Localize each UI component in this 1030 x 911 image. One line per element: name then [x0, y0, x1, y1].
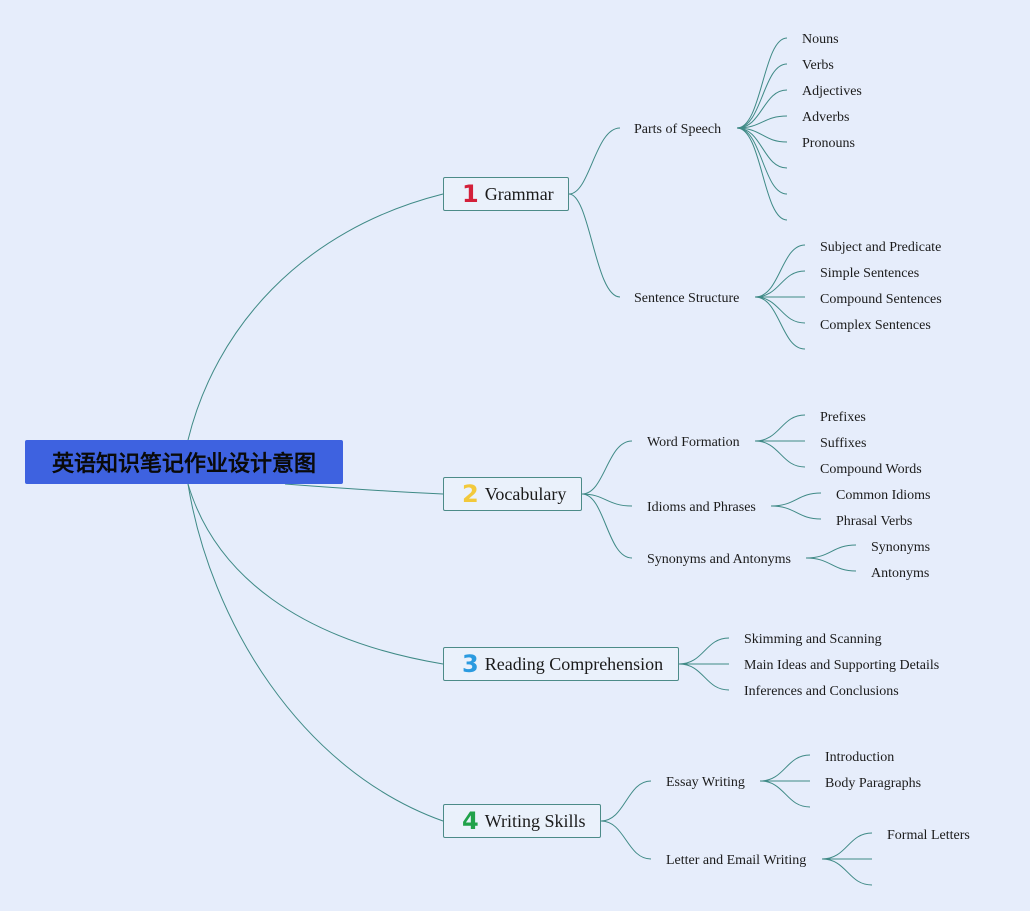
leaf-simple-sentences[interactable]: Simple Sentences	[820, 266, 920, 281]
connector-root-grammar	[187, 193, 444, 441]
connector-root-reading	[187, 483, 444, 665]
leaf-adjectives[interactable]: Adjectives	[802, 84, 862, 99]
branch-vocabulary[interactable]: 2 Vocabulary	[443, 477, 582, 511]
leaf-body-paragraphs[interactable]: Body Paragraphs	[825, 776, 922, 791]
leaf-adverbs[interactable]: Adverbs	[802, 110, 850, 125]
branch-grammar[interactable]: 1 Grammar	[443, 177, 569, 211]
leaf-complex-sentences[interactable]: Complex Sentences	[820, 318, 931, 333]
leaf-synonyms[interactable]: Synonyms	[871, 540, 931, 555]
connector-root-vocabulary	[284, 483, 444, 495]
connector-vocab-idioms	[581, 493, 633, 507]
branch-writing-skills[interactable]: 4 Writing Skills	[443, 804, 601, 838]
branch-label: Vocabulary	[484, 483, 567, 504]
leaf-inferences[interactable]: Inferences and Conclusions	[744, 684, 899, 699]
connector-grammar-sentence	[568, 193, 621, 298]
connector-grammar-parts	[568, 127, 621, 195]
leaf-phrasal-verbs[interactable]: Phrasal Verbs	[836, 514, 913, 529]
leaf-compound-words[interactable]: Compound Words	[820, 462, 922, 477]
connector-vocab-word	[581, 440, 633, 495]
subtopic-synonyms-antonyms[interactable]: Synonyms and Antonyms	[647, 552, 791, 567]
leaf-formal-letters[interactable]: Formal Letters	[887, 828, 970, 843]
subtopic-sentence-structure[interactable]: Sentence Structure	[634, 291, 740, 306]
connector-root-writing	[187, 483, 444, 822]
connector-writing-letter	[600, 820, 652, 860]
leaf-main-ideas[interactable]: Main Ideas and Supporting Details	[744, 658, 940, 673]
connector-vocab-synonyms	[581, 493, 633, 559]
number-3-icon: 3	[462, 650, 479, 678]
leaf-compound-sentences[interactable]: Compound Sentences	[820, 292, 942, 307]
subtopic-essay-writing[interactable]: Essay Writing	[666, 775, 745, 790]
number-4-icon: 4	[462, 807, 479, 835]
leaf-prefixes[interactable]: Prefixes	[820, 410, 866, 425]
branch-reading-comprehension[interactable]: 3 Reading Comprehension	[443, 647, 679, 681]
leaf-antonyms[interactable]: Antonyms	[871, 566, 930, 581]
subtopic-parts-of-speech[interactable]: Parts of Speech	[634, 122, 722, 137]
root-title: 英语知识笔记作业设计意图	[51, 452, 316, 477]
leaf-common-idioms[interactable]: Common Idioms	[836, 488, 931, 503]
leaf-verbs[interactable]: Verbs	[802, 58, 834, 73]
leaf-subject-predicate[interactable]: Subject and Predicate	[820, 240, 942, 255]
root-topic[interactable]: 英语知识笔记作业设计意图	[25, 440, 343, 484]
leaf-pronouns[interactable]: Pronouns	[802, 136, 855, 151]
number-1-icon: 1	[462, 180, 479, 208]
branch-label: Grammar	[484, 183, 554, 204]
number-2-icon: 2	[462, 480, 479, 508]
subtopic-letter-email[interactable]: Letter and Email Writing	[666, 853, 807, 868]
leaf-skimming-scanning[interactable]: Skimming and Scanning	[744, 632, 882, 647]
leaf-suffixes[interactable]: Suffixes	[820, 436, 867, 451]
subtopic-idioms-phrases[interactable]: Idioms and Phrases	[647, 500, 756, 515]
subtopic-word-formation[interactable]: Word Formation	[647, 435, 740, 450]
connector-writing-essay	[600, 780, 652, 822]
branch-label: Reading Comprehension	[484, 653, 664, 674]
leaf-introduction[interactable]: Introduction	[825, 750, 895, 765]
leaf-nouns[interactable]: Nouns	[802, 32, 839, 47]
branch-label: Writing Skills	[484, 810, 586, 831]
